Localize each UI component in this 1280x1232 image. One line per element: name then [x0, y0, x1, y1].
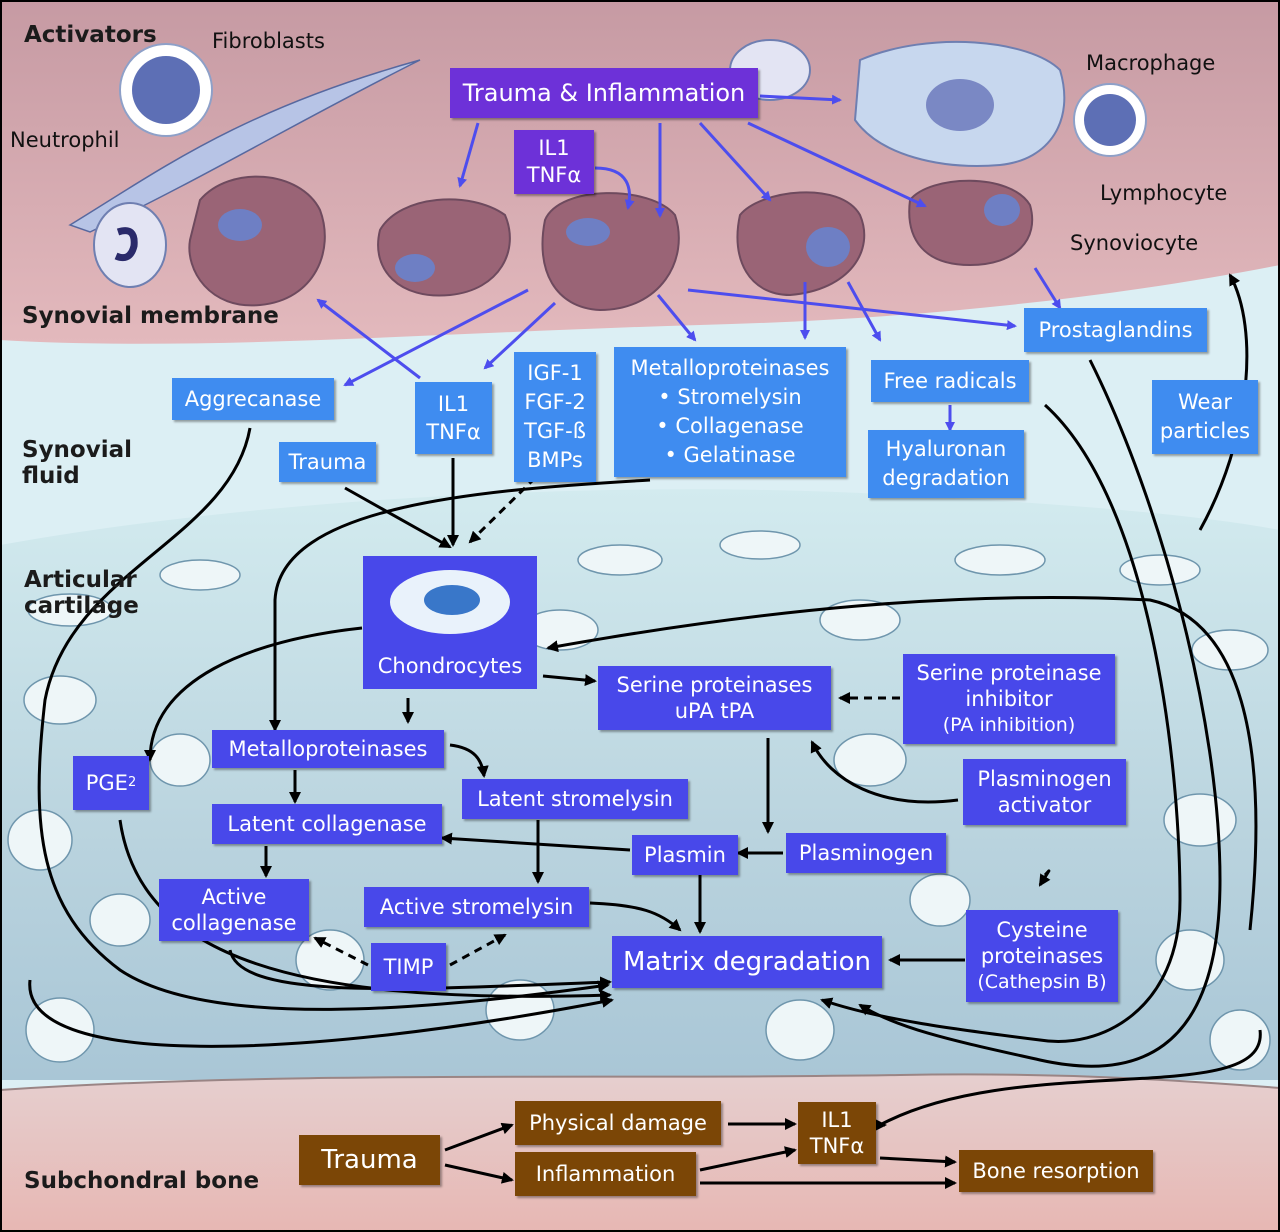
serine-inhibitor-title: Serine proteinase inhibitor [916, 661, 1102, 711]
cysteine-title: Cysteine proteinases [980, 918, 1104, 968]
plasminogen-activator-box: Plasminogen activator [963, 759, 1126, 825]
il1-tnf-fluid-box: IL1 TNFα [415, 382, 492, 454]
serine-inhibitor-sub: (PA inhibition) [942, 714, 1076, 736]
trauma-inflammation-box: Trauma & Inflammation [450, 68, 758, 118]
latent-stromelysin-box: Latent stromelysin [462, 779, 688, 819]
prostaglandins-box: Prostaglandins [1024, 308, 1207, 352]
latent-collagenase-box: Latent collagenase [212, 804, 442, 844]
serine-proteinases-box: Serine proteinases uPA tPA [598, 666, 831, 730]
label-neutrophil: Neutrophil [10, 128, 120, 152]
zone-label-activators: Activators [24, 22, 157, 48]
active-stromelysin-box: Active stromelysin [364, 887, 589, 927]
trauma-bone-box: Trauma [299, 1135, 440, 1185]
zone-label-articular-cartilage: Articular cartilage [24, 567, 139, 619]
timp-box: TIMP [371, 943, 446, 991]
metalloproteinases-fluid-box: Metalloproteinases • Stromelysin • Colla… [614, 347, 846, 477]
chondrocytes-box: Chondrocytes [363, 642, 537, 689]
label-lymphocyte: Lymphocyte [1100, 181, 1228, 205]
active-collagenase-box: Active collagenase [159, 879, 309, 941]
label-fibroblasts: Fibroblasts [212, 29, 325, 53]
cysteine-proteinases-box: Cysteine proteinases (Cathepsin B) [966, 910, 1118, 1002]
label-synoviocyte: Synoviocyte [1070, 231, 1199, 255]
il1-tnf-top-box: IL1 TNFα [514, 130, 594, 194]
wear-particles-box: Wear particles [1152, 380, 1258, 454]
growth-factors-box: IGF-1 FGF-2 TGF-ß BMPs [514, 352, 596, 482]
pge2-label: PGE [85, 771, 128, 795]
bone-resorption-box: Bone resorption [959, 1150, 1153, 1192]
matrix-degradation-box: Matrix degradation [612, 936, 882, 988]
hyaluronan-degradation-box: Hyaluronan degradation [868, 430, 1024, 498]
serine-proteinase-inhibitor-box: Serine proteinase inhibitor (PA inhibiti… [903, 654, 1115, 744]
zone-label-subchondral-bone: Subchondral bone [24, 1168, 260, 1194]
physical-damage-box: Physical damage [515, 1101, 721, 1145]
aggrecanase-box: Aggrecanase [172, 378, 334, 420]
plasmin-box: Plasmin [632, 835, 738, 875]
il1-tnf-bone-box: IL1 TNFα [798, 1102, 876, 1164]
pge2-subscript: 2 [127, 775, 137, 790]
label-macrophage: Macrophage [1086, 51, 1216, 75]
trauma-fluid-box: Trauma [279, 442, 376, 482]
inflammation-box: Inflammation [515, 1152, 696, 1196]
zone-label-synovial-fluid: Synovial fluid [22, 437, 133, 489]
metalloproteinases-cartilage-box: Metalloproteinases [212, 730, 444, 768]
plasminogen-box: Plasminogen [786, 833, 946, 873]
cysteine-sub: (Cathepsin B) [977, 971, 1107, 993]
free-radicals-box: Free radicals [871, 360, 1029, 402]
zone-label-synovial-membrane: Synovial membrane [22, 303, 279, 329]
